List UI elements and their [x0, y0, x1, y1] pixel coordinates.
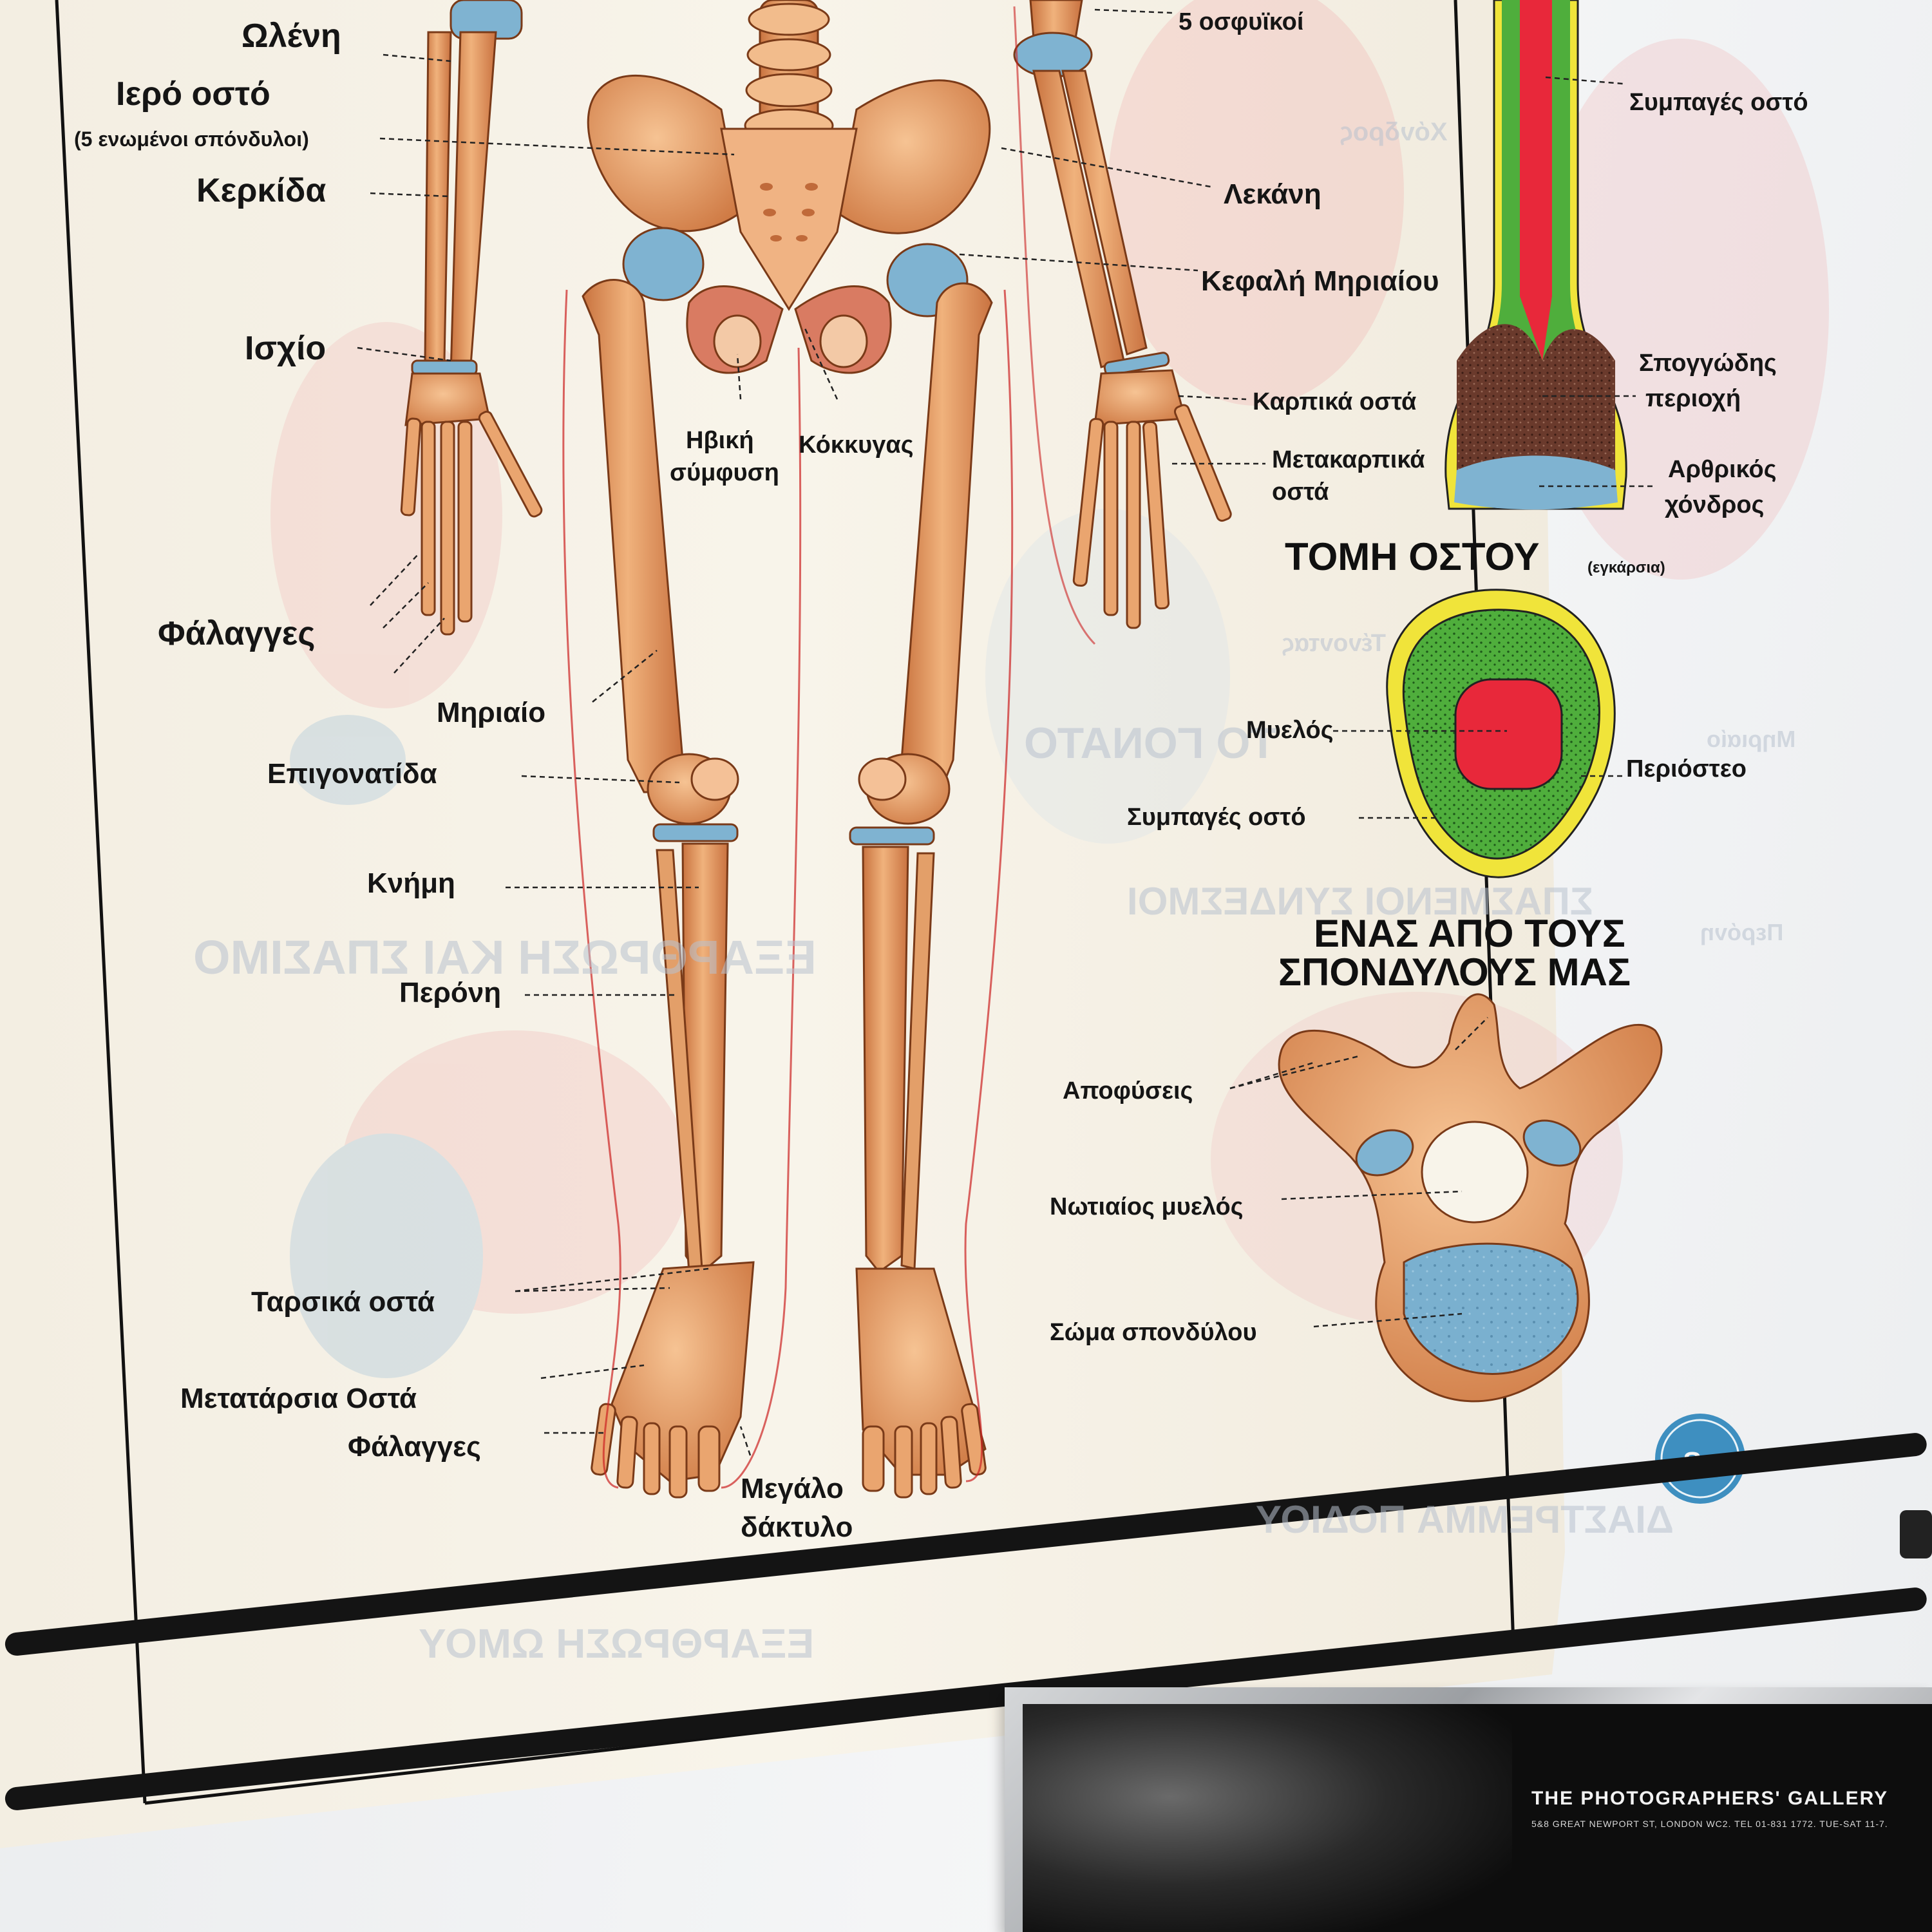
label-sacrum-note: (5 ενωμένοι σπόνδυλοι) [74, 129, 309, 149]
label-spongy-2: περιοχή [1645, 386, 1741, 411]
label-pubic-1: Ηβική [686, 428, 754, 453]
gallery-address: 5&8 GREAT NEWPORT ST, LONDON WC2. TEL 01… [1531, 1819, 1888, 1829]
label-fibula: Περόνη [399, 979, 501, 1007]
label-articular-1: Αρθρικός [1668, 457, 1776, 482]
label-spongy-1: Σπογγώδης [1639, 351, 1777, 375]
ghost-text-dislocation: ΕΞΑΡΘΡΩΣΗ ΚΑΙ ΣΠΑΣΙΜΟ [193, 934, 817, 981]
label-pelvis: Λεκάνη [1224, 180, 1321, 209]
label-tarsals: Ταρσικά οστά [251, 1288, 435, 1316]
label-big-toe-2: δάκτυλο [741, 1513, 853, 1542]
label-compact-bone-bottom: Συμπαγές οστό [1127, 805, 1306, 829]
label-femur: Μηριαίο [437, 699, 545, 727]
gallery-title: THE PHOTOGRAPHERS' GALLERY [1531, 1788, 1888, 1810]
framed-gallery-poster: THE PHOTOGRAPHERS' GALLERY 5&8 GREAT NEW… [1005, 1687, 1932, 1932]
gallery-poster-print: THE PHOTOGRAPHERS' GALLERY 5&8 GREAT NEW… [1023, 1704, 1932, 1932]
label-foot-phalanges: Φάλαγγες [348, 1433, 481, 1461]
title-bone-section: ΤΟΜΗ ΟΣΤΟΥ [1285, 538, 1539, 576]
title-vertebra-1: ΕΝΑΣ ΑΠΟ ΤΟΥΣ [1314, 914, 1625, 953]
label-vertebral-body: Σώμα σπονδύλου [1050, 1320, 1257, 1345]
label-patella: Επιγονατίδα [267, 760, 437, 788]
ghost-text-femur: Μηριαίο [1707, 728, 1795, 751]
label-spinal-cord: Νωτιαίος μυελός [1050, 1195, 1244, 1219]
ghost-text-fibula: Περόνη [1700, 921, 1783, 944]
label-articular-2: χόνδρος [1665, 493, 1764, 517]
label-femur-head: Κεφαλή Μηριαίου [1201, 267, 1439, 296]
label-hip: Ισχίο [245, 332, 326, 365]
title-vertebra-2: ΣΠΟΝΔΥΛΟΥΣ ΜΑΣ [1278, 953, 1631, 992]
label-tibia: Κνήμη [367, 869, 455, 898]
label-marrow: Μυελός [1246, 718, 1333, 743]
label-compact-bone-top: Συμπαγές οστό [1629, 90, 1808, 115]
label-coccyx: Κόκκυγας [799, 433, 914, 457]
label-carpals: Καρπικά οστά [1253, 390, 1416, 414]
label-big-toe-1: Μεγάλο [741, 1475, 844, 1503]
label-lumbar: 5 οσφυϊκοί [1179, 10, 1303, 34]
label-pubic-2: σύμφυση [670, 460, 779, 485]
ghost-text-tendon: Τένοντας [1282, 631, 1386, 656]
label-hand-phalanges: Φάλαγγες [158, 617, 315, 650]
ghost-text-sprain: ΔΙΑΣΤΡΕΜΜΑ ΠΟΔΙΟΥ [1256, 1501, 1674, 1539]
ghost-text-cartilage: Χόνδρος [1340, 119, 1448, 145]
label-metacarpals-1: Μετακαρπικά [1272, 448, 1425, 472]
label-periosteum: Περιόστεο [1626, 757, 1747, 781]
ghost-text-shoulder: ΕΞΑΡΘΡΩΣΗ ΩΜΟΥ [419, 1623, 814, 1664]
ghost-text-knee: ΤΟ ΓΟΝΑΤΟ [1024, 721, 1276, 765]
label-radius: Κερκίδα [196, 174, 326, 207]
label-processes: Αποφύσεις [1063, 1079, 1193, 1103]
label-sacrum: Ιερό οστό [116, 77, 270, 111]
label-metacarpals-2: οστά [1272, 480, 1329, 504]
title-bone-section-sub: (εγκάρσια) [1587, 560, 1665, 576]
label-ulna: Ωλένη [242, 19, 341, 53]
label-metatarsals: Μετατάρσια Οστά [180, 1385, 417, 1413]
gallery-photo [1023, 1704, 1512, 1932]
